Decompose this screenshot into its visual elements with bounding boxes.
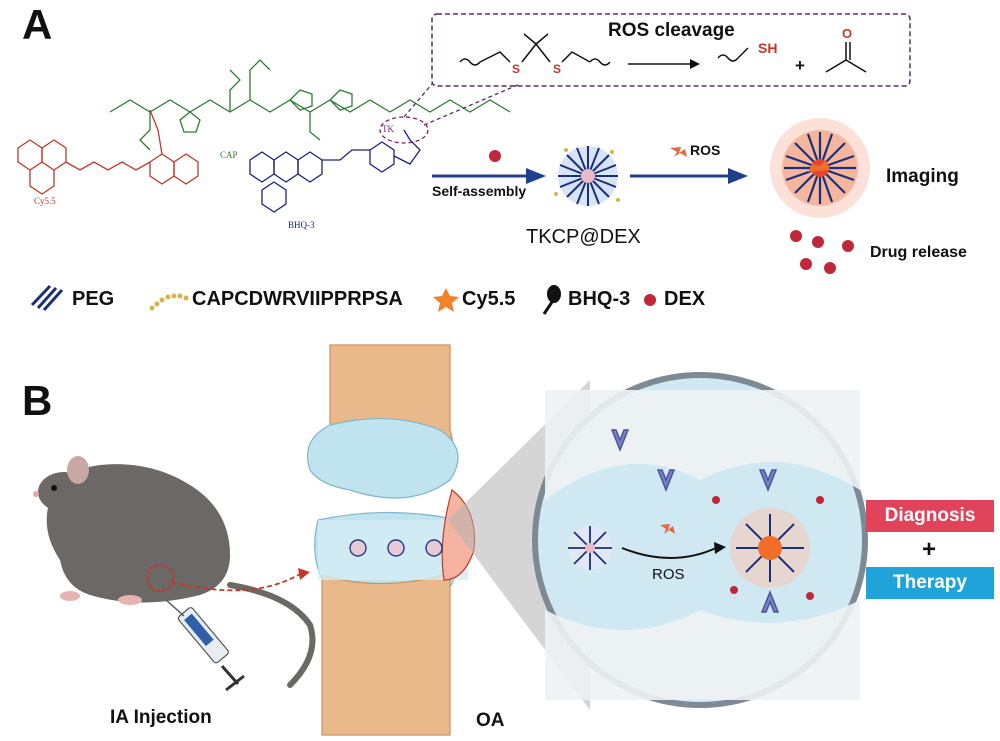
self-assembly-label: Self-assembly: [432, 183, 527, 199]
ros-cleavage-title: ROS cleavage: [608, 20, 735, 41]
oa-label: OA: [476, 710, 505, 731]
legend-bhq3-icon: [542, 285, 561, 315]
cap-molecule-label: CAP: [220, 150, 238, 160]
ia-injection-label: IA Injection: [110, 707, 212, 728]
drug-release-label: Drug release: [870, 244, 967, 261]
thiol-label: SH: [758, 40, 778, 56]
imaging-label: Imaging: [886, 166, 959, 187]
cy55-structure: [17, 109, 199, 195]
panel-b-letter: B: [22, 377, 53, 424]
legend-bhq3-label: BHQ-3: [568, 288, 631, 310]
tk-molecule-label: TK: [382, 124, 394, 134]
sulfur-right-label: S: [553, 62, 562, 76]
magnified-joint-view: [532, 372, 868, 708]
therapy-badge-bg: [866, 567, 994, 599]
ros-icon: [670, 147, 687, 157]
legend-cy55-icon: [433, 288, 459, 312]
bhq3-structure: [249, 129, 421, 213]
syringe-illustration: [165, 599, 245, 692]
peg-linker: [389, 99, 511, 113]
activated-nanoparticle: [770, 118, 870, 218]
diagnosis-badge: Diagnosis: [884, 505, 976, 526]
legend-cy55-label: Cy5.5: [462, 288, 516, 310]
cy55-molecule-label: Cy5.5: [34, 196, 56, 206]
legend-dex-label: DEX: [664, 288, 706, 310]
tk-highlight: [379, 116, 429, 144]
thioketal-structure: [459, 33, 867, 73]
panel-a-letter: A: [22, 1, 53, 48]
legend-dex-icon: [644, 294, 656, 306]
ketone-oxygen-label: O: [842, 26, 853, 41]
nanoparticle-name-label: TKCP@DEX: [526, 226, 641, 248]
legend-peg-icon: [30, 284, 64, 312]
legend-peptide-icon: [149, 293, 189, 311]
legend-peg-label: PEG: [72, 288, 115, 310]
diagnosis-badge-bg: [866, 500, 994, 532]
tkcp-dex-nanoparticle: [554, 146, 620, 206]
diagnosis-therapy-plus: +: [922, 536, 937, 563]
therapy-badge: Therapy: [893, 572, 967, 593]
ros-box-plus: +: [795, 56, 805, 75]
cap-structure: [109, 59, 391, 151]
ros-panel-b-label: ROS: [652, 566, 685, 583]
ros-cleavage-box: [431, 13, 911, 87]
rat-illustration: [33, 456, 316, 688]
ros-small-icon: [660, 524, 675, 534]
ros-trigger-label: ROS: [690, 142, 721, 158]
legend-peptide-label: CAPCDWRVIIPPRPSA: [192, 288, 403, 310]
dex-molecule-icon: [489, 150, 501, 162]
released-dex-dots: [790, 230, 854, 274]
bhq3-molecule-label: BHQ-3: [288, 220, 315, 230]
sulfur-left-label: S: [512, 62, 521, 76]
knee-joint-illustration: [306, 344, 476, 736]
